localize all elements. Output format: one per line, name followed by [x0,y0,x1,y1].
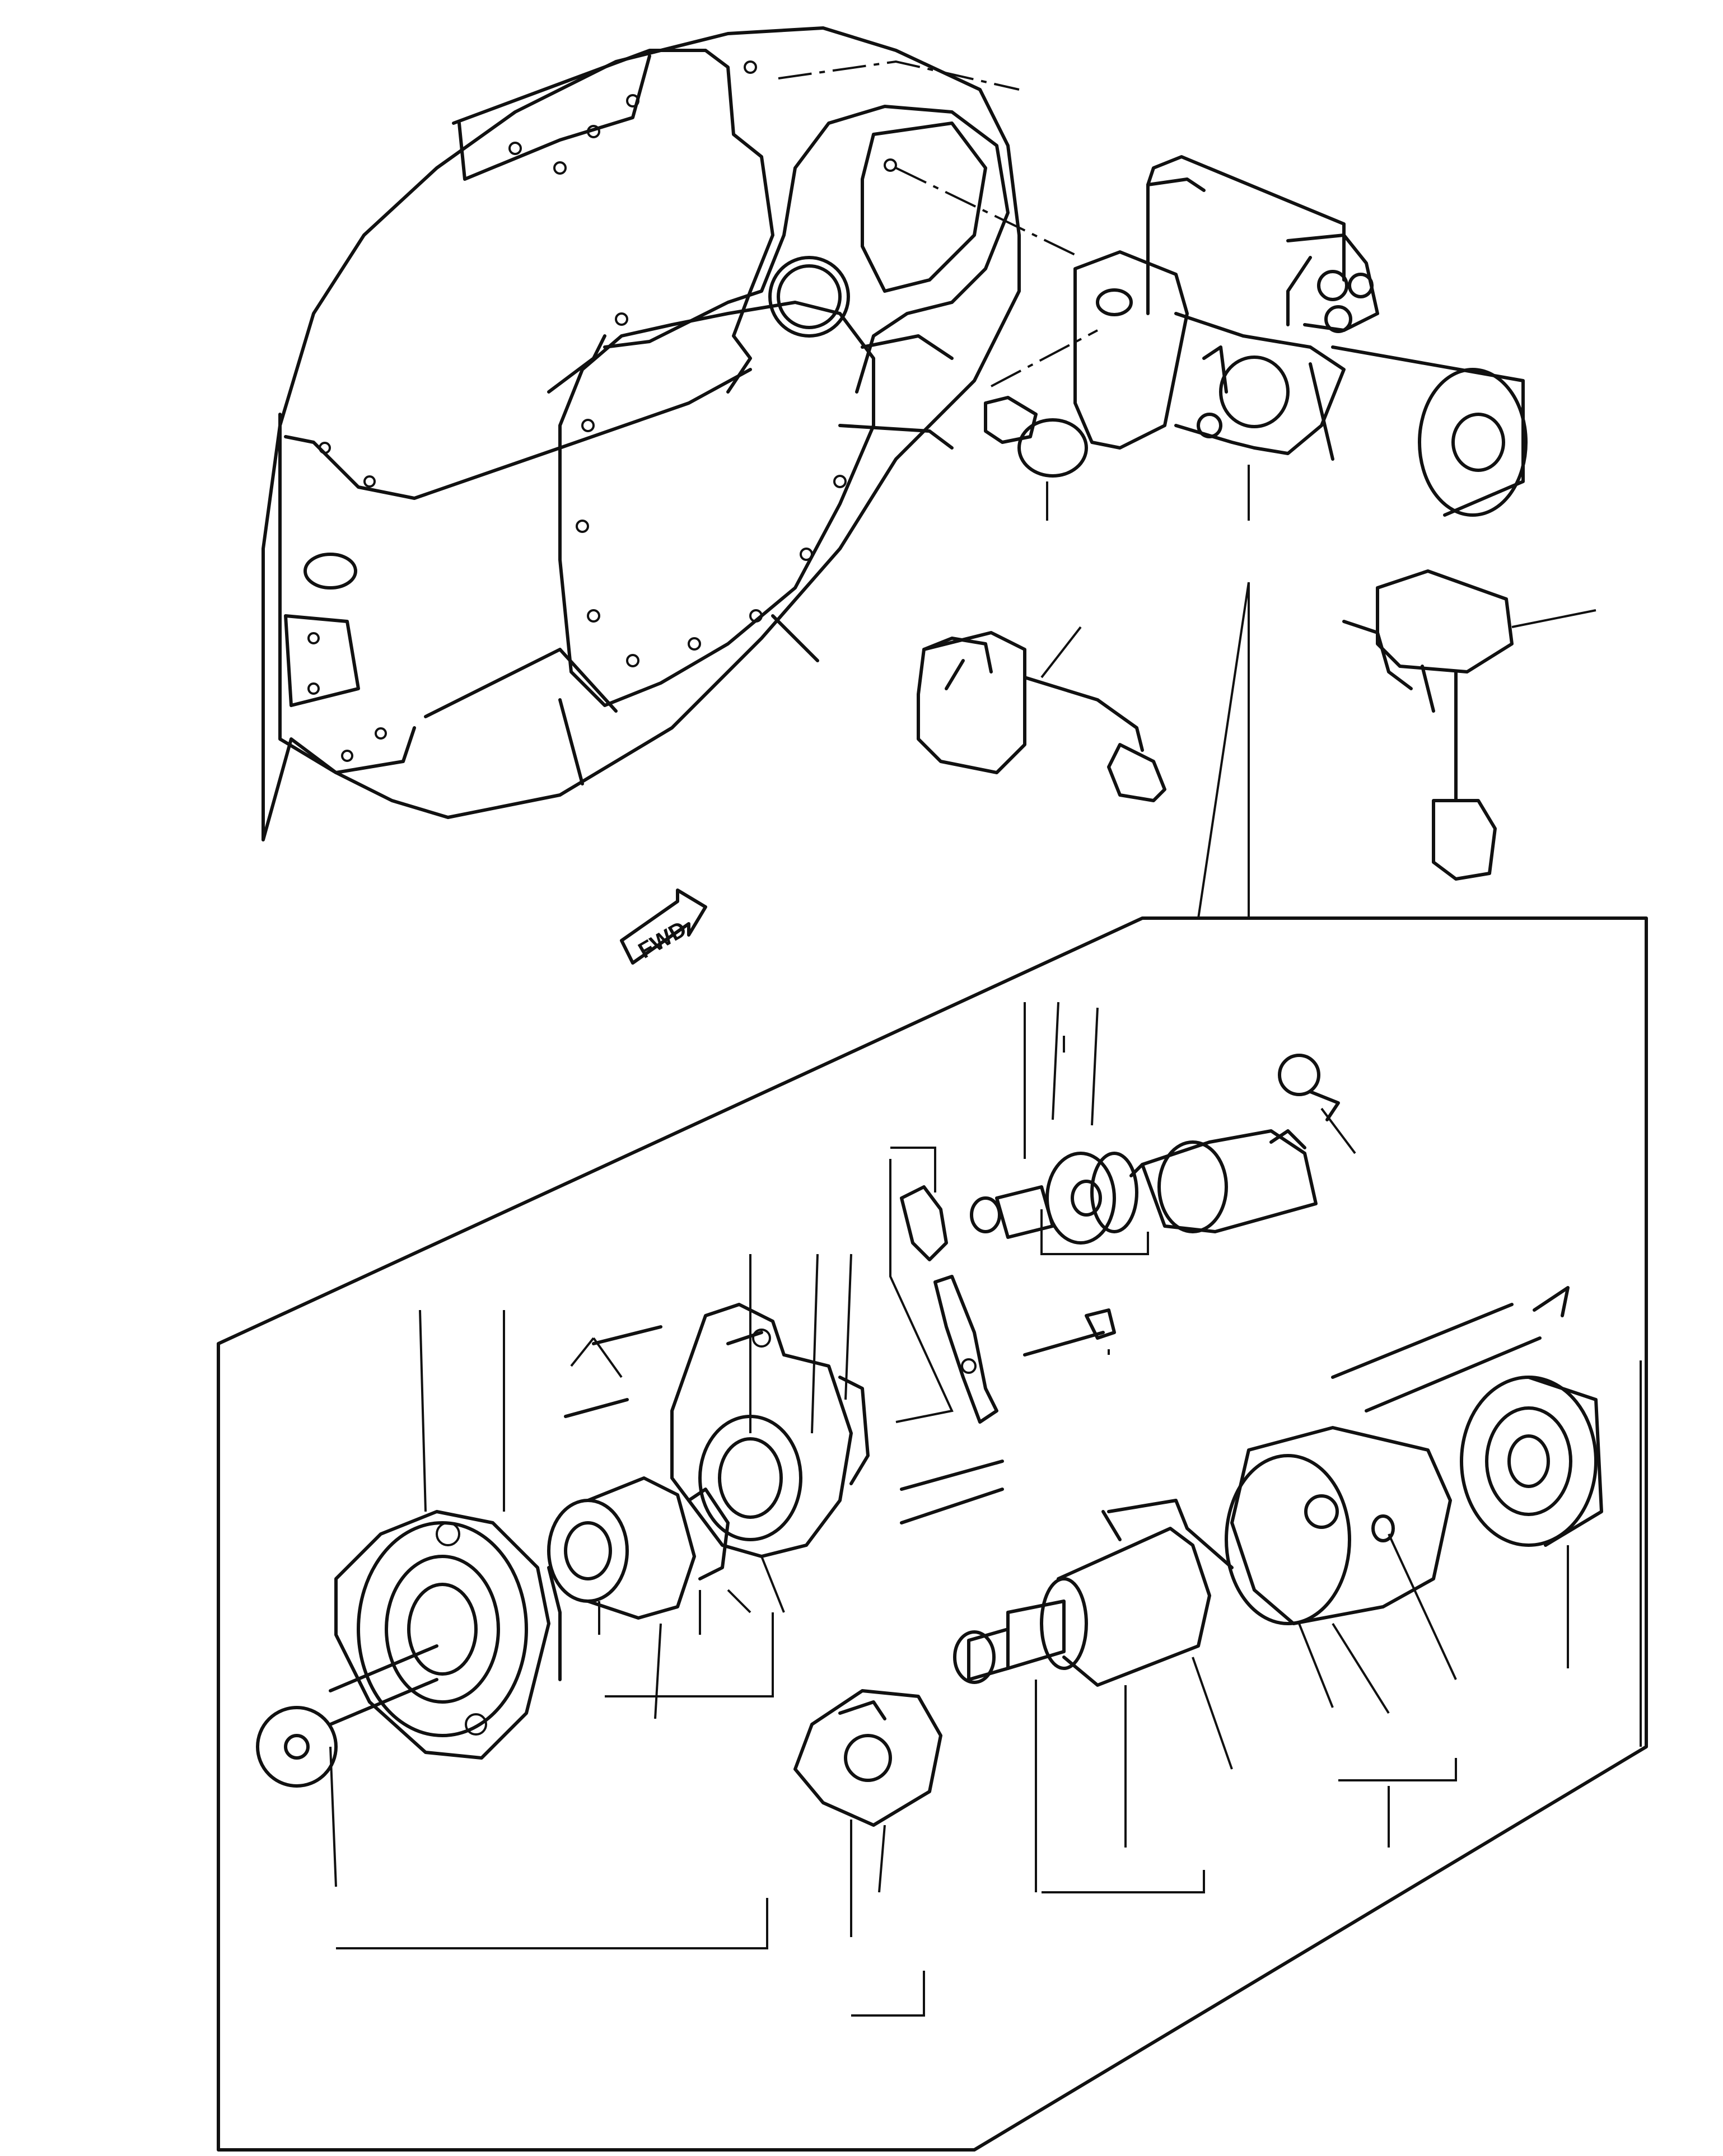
overrunning-clutch [547,1476,785,1719]
yoke-field-coil [1101,1426,1457,1848]
drive-end-housing [564,1303,870,1558]
fwd-label: FWD [634,916,691,964]
pinion-front-cover [256,1510,562,1788]
starter-motor-assembly [1073,155,1528,517]
mounting-bolt [984,396,1088,521]
solenoid-switch [970,1002,1356,1255]
alignment-lines [778,60,1098,387]
starter-controller [1342,569,1596,881]
through-bolts [900,1286,1570,1524]
armature [953,1527,1233,1893]
rear-end-cover [1460,1360,1642,1747]
flywheel-housing [262,26,1021,841]
reference-leaders [329,1036,1065,1949]
exploded-view-leaders [1197,465,1250,919]
forward-arrow-icon [620,888,707,965]
drive-lever [889,1147,998,1424]
brush-holder [793,1689,942,2017]
exploded-view-frame [217,916,1648,2152]
starter-relay [917,626,1166,802]
fwd-direction-badge: FWD [620,888,707,965]
